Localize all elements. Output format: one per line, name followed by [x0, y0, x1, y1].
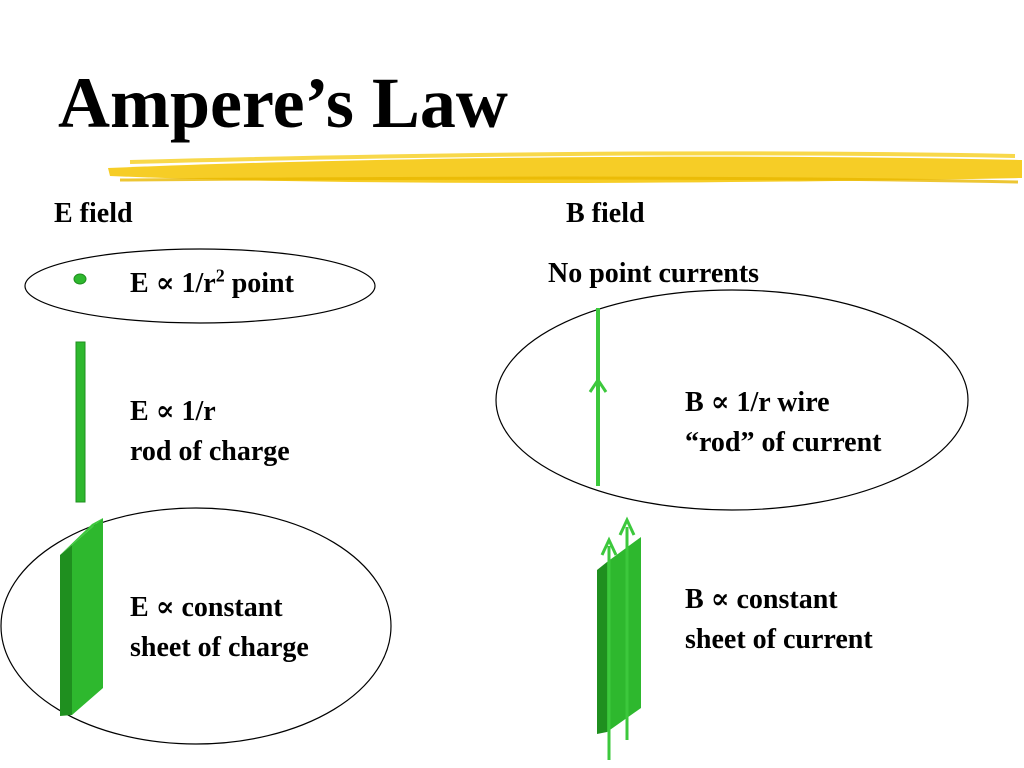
wire-ellipse	[495, 289, 969, 511]
charged-rod	[75, 341, 86, 503]
point-label-suffix: point	[224, 268, 294, 299]
rod-label-line1: E ∝ 1/r	[130, 396, 216, 427]
sheet-current-line2: sheet of current	[685, 624, 873, 655]
current-wire-arrow	[588, 308, 608, 486]
no-point-currents-note: No point currents	[548, 258, 760, 289]
rod-label-line2: rod of charge	[130, 436, 290, 467]
sheet-charge-label: E ∝ constant sheet of charge	[130, 588, 309, 668]
slide-title: Ampere’s Law	[58, 63, 508, 143]
title-highlight-stroke	[108, 151, 1022, 184]
e-field-heading: E field	[54, 198, 133, 229]
current-sheet	[597, 516, 641, 760]
sheet-charge-ellipse	[0, 507, 392, 745]
wire-current-label: B ∝ 1/r wire “rod” of current	[685, 383, 882, 463]
point-label-exponent: 2	[215, 265, 225, 286]
sheet-charge-line2: sheet of charge	[130, 632, 309, 663]
sheet-current-line1: B ∝ constant	[685, 584, 838, 615]
wire-label-line1: B ∝ 1/r wire	[685, 387, 830, 418]
rod-charge-label: E ∝ 1/r rod of charge	[130, 392, 290, 472]
point-label-prefix: E ∝ 1/r	[130, 268, 216, 299]
wire-label-line2: “rod” of current	[685, 427, 882, 458]
point-charge-ellipse	[24, 248, 376, 324]
point-charge-label: E ∝ 1/r2 point	[130, 264, 294, 304]
charged-sheet	[60, 518, 103, 716]
sheet-charge-line1: E ∝ constant	[130, 592, 283, 623]
point-charge-dot	[73, 273, 87, 285]
sheet-current-label: B ∝ constant sheet of current	[685, 580, 873, 660]
b-field-heading: B field	[566, 198, 645, 229]
